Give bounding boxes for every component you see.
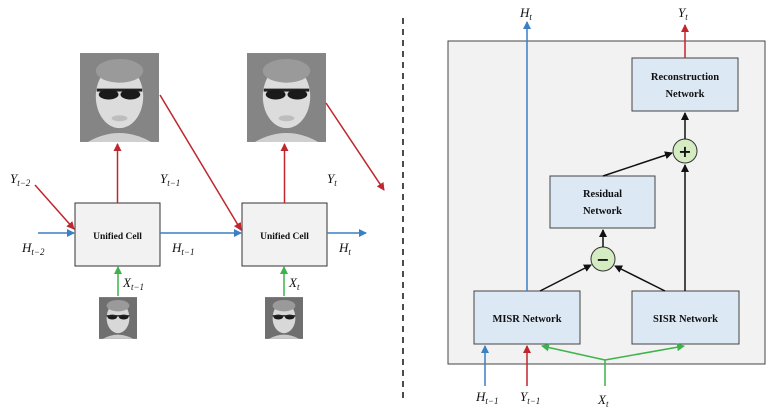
label-h-tm2: Ht−2 — [21, 240, 45, 257]
unified-cell-2-label: Unified Cell — [260, 232, 309, 242]
sisr-to-minus-arrow — [614, 265, 666, 292]
plus-symbol: + — [678, 142, 691, 161]
unified-cell-detail: Reconstruction Network Residual Network … — [447, 5, 766, 409]
unified-cell-2 — [241, 202, 328, 267]
minus-symbol: − — [596, 250, 609, 269]
label-h-tm1-in: Ht−1 — [475, 389, 498, 406]
sisr-network-box — [631, 290, 740, 345]
left-unrolled-diagram: Unified Cell Unified Cell Yt−2 Yt−1 Yt H… — [10, 53, 385, 339]
label-h-tm1: Ht−1 — [171, 240, 194, 257]
input-face-image-1 — [99, 297, 137, 339]
label-y-tm1: Yt−1 — [160, 171, 180, 188]
label-h-t: Ht — [338, 240, 351, 257]
y-tm1-feedback-arrow — [159, 94, 242, 231]
residual-network-box — [549, 175, 656, 229]
x-t-to-misr-arrow — [541, 343, 606, 361]
residual-network-label-2: Network — [583, 206, 622, 217]
sisr-network-label: SISR Network — [653, 314, 718, 325]
residual-to-plus-arrow — [602, 151, 673, 177]
label-y-t: Yt — [327, 171, 337, 188]
label-y-tm1-in: Yt−1 — [520, 389, 540, 406]
label-y-tm2: Yt−2 — [10, 171, 31, 188]
y-tm2-arrow — [34, 184, 75, 230]
reconstruction-network-label-2: Network — [665, 89, 704, 100]
reconstruction-network-label-1: Reconstruction — [651, 72, 719, 83]
unified-cell-1-label: Unified Cell — [93, 232, 142, 242]
residual-network-label-1: Residual — [583, 189, 622, 200]
unified-cell-1 — [74, 202, 161, 267]
output-face-image-2 — [247, 53, 326, 142]
label-h-t-out: Ht — [519, 5, 532, 22]
reconstruction-network-box — [631, 57, 739, 112]
label-x-t-in: Xt — [597, 392, 609, 409]
input-face-image-2 — [265, 297, 303, 339]
x-t-to-sisr-arrow — [604, 343, 685, 361]
label-x-t: Xt — [288, 275, 300, 292]
y-t-feedback-arrow — [325, 102, 385, 191]
misr-to-minus-arrow — [539, 264, 592, 292]
output-face-image-1 — [80, 53, 159, 142]
misr-network-label: MISR Network — [492, 314, 561, 325]
misr-network-box — [473, 290, 581, 345]
label-y-t-out: Yt — [678, 5, 688, 22]
label-x-tm1: Xt−1 — [122, 275, 144, 292]
